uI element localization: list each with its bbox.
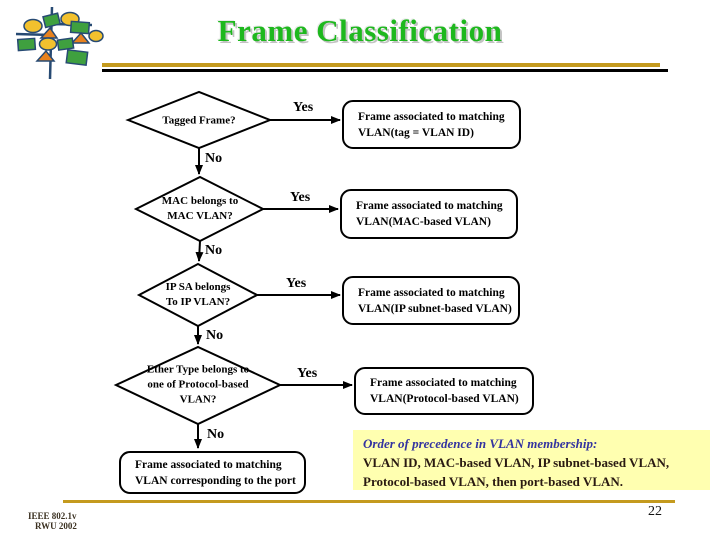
result-box-vlan-id: Frame associated to matching VLAN(tag = … xyxy=(342,100,521,149)
result-box-port-based: Frame associated to matching VLAN corres… xyxy=(119,451,306,494)
no-label-1: No xyxy=(205,151,223,166)
result-box-protocol-based: Frame associated to matching VLAN(Protoc… xyxy=(354,367,534,415)
no-arrow-2 xyxy=(195,240,204,262)
decision-label-ip-vlan: IP SA belongs To IP VLAN? xyxy=(165,281,231,308)
precedence-note-body: VLAN ID, MAC-based VLAN, IP subnet-based… xyxy=(363,455,670,489)
no-label-3: No xyxy=(206,328,224,343)
page-title: Frame Classification xyxy=(217,13,503,48)
page-number: 22 xyxy=(648,504,662,519)
yes-label-1: Yes xyxy=(293,100,314,115)
footer-credits: IEEE 802.1v RWU 2002 xyxy=(28,511,77,531)
yes-label-2: Yes xyxy=(290,190,311,205)
result-box-ip-subnet-based: Frame associated to matching VLAN(IP sub… xyxy=(342,276,520,325)
title-underline-black xyxy=(102,69,668,72)
decision-label-tagged-frame: Tagged Frame? xyxy=(162,114,236,127)
no-label-4: No xyxy=(207,427,225,442)
precedence-note: Order of precedence in VLAN membership: … xyxy=(353,430,710,490)
footer-rule-gold xyxy=(63,500,675,503)
no-label-2: No xyxy=(205,243,223,258)
decision-label-protocol-vlan: Ether Type belongs to one of Protocol-ba… xyxy=(146,363,250,406)
yes-label-4: Yes xyxy=(297,366,318,381)
precedence-note-heading: Order of precedence in VLAN membership: xyxy=(363,436,598,451)
yes-label-3: Yes xyxy=(286,276,307,291)
result-box-mac-based: Frame associated to matching VLAN(MAC-ba… xyxy=(340,189,518,239)
title-underline-gold xyxy=(102,63,660,67)
tree-of-shapes-logo-icon xyxy=(15,6,104,80)
decision-label-mac-vlan: MAC belongs to MAC VLAN? xyxy=(161,195,239,222)
